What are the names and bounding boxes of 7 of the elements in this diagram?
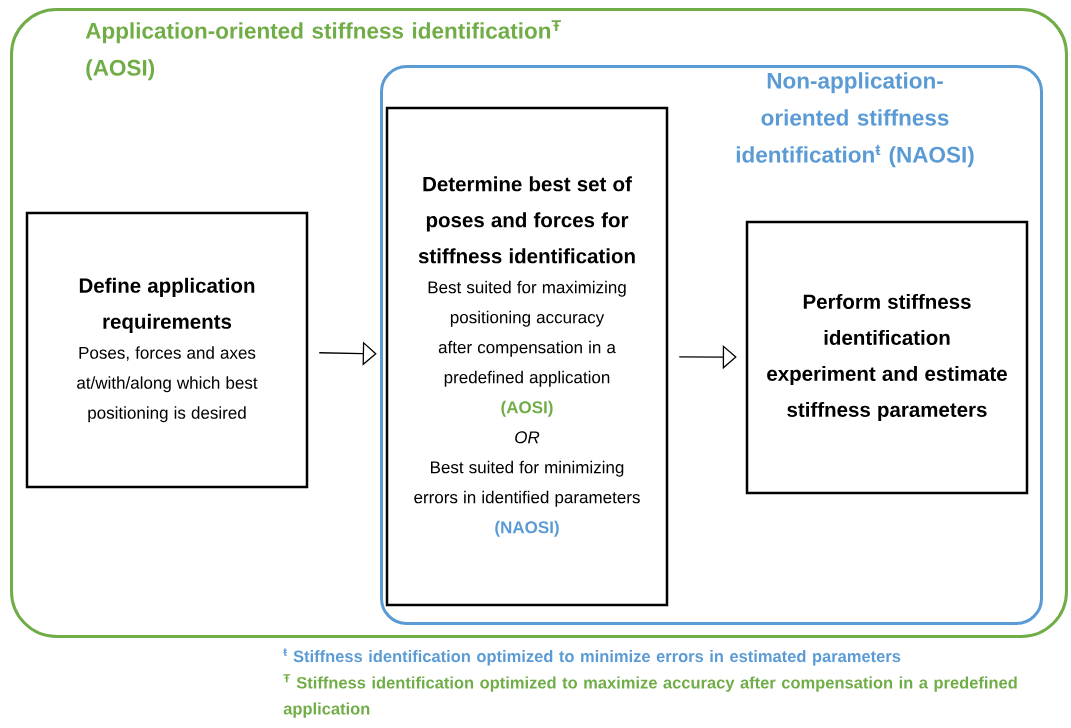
- process-box: Perform stiffness identification experiment and estimate stiffness parameters: [745, 220, 1029, 495]
- group-heading: Non-application-oriented stiffness identification$^{ŧ}$ (NAOSI): [736, 72, 974, 168]
- footnote: $^{ŧ}$ Stiffness identification optimized to minimize errors in estimated parameters: [283, 648, 901, 666]
- process-box: Determine best set of poses and forces for stiffness identification Best suited for maximizing positioning accuracy after compensation in a predefined application (AOSI) OR Best suited for minimizing errors in identified parameters (NAOSI): [385, 106, 669, 607]
- process-box: Define application requirements Poses, forces and axes at/with/along which best positioning is desired: [25, 211, 309, 489]
- group-heading: Application-oriented stiffness identification$^{Ŧ}$ (AOSI): [85, 20, 561, 81]
- footnote: $^{Ŧ}$ Stiffness identification optimized to maximize accuracy after compensation in a predefined application: [283, 674, 1017, 718]
